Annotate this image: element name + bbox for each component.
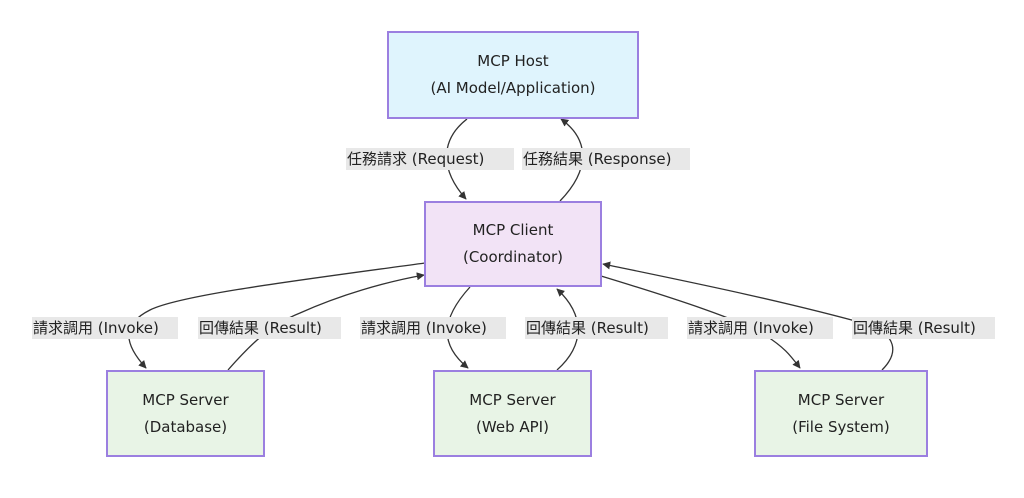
edge-label-invoke-db: 請求調用 (Invoke) xyxy=(32,317,178,339)
edge-label-result-fs: 回傳結果 (Result) xyxy=(852,317,995,339)
node-subtitle: (Database) xyxy=(143,417,228,436)
node-mcp-host: MCP Host (AI Model/Application) xyxy=(387,31,639,119)
node-title: MCP Client xyxy=(472,221,554,239)
node-title: MCP Host xyxy=(477,52,549,70)
node-mcp-server-file-system: MCP Server (File System) xyxy=(754,370,928,457)
edge-server-fs-to-client xyxy=(602,261,894,371)
node-title: MCP Server xyxy=(469,390,556,409)
node-mcp-server-database: MCP Server (Database) xyxy=(106,370,265,457)
edge-label-request: 任務請求 (Request) xyxy=(346,148,514,170)
edge-label-invoke-web: 請求調用 (Invoke) xyxy=(360,317,506,339)
node-subtitle: (AI Model/Application) xyxy=(430,79,596,97)
node-mcp-server-web-api: MCP Server (Web API) xyxy=(433,370,592,457)
edge-label-invoke-fs: 請求調用 (Invoke) xyxy=(687,317,833,339)
edge-label-result-web: 回傳結果 (Result) xyxy=(525,317,668,339)
node-title: MCP Server xyxy=(797,390,885,409)
node-title: MCP Server xyxy=(142,390,229,409)
node-subtitle: (Coordinator) xyxy=(462,248,564,266)
edge-server-db-to-client xyxy=(227,272,425,371)
node-subtitle: (Web API) xyxy=(476,417,549,436)
edge-client-to-server-db xyxy=(128,262,426,369)
edge-label-response: 任務結果 (Response) xyxy=(522,148,690,170)
edge-label-result-db: 回傳結果 (Result) xyxy=(198,317,341,339)
node-subtitle: (File System) xyxy=(792,417,890,436)
node-mcp-client: MCP Client (Coordinator) xyxy=(424,201,602,287)
